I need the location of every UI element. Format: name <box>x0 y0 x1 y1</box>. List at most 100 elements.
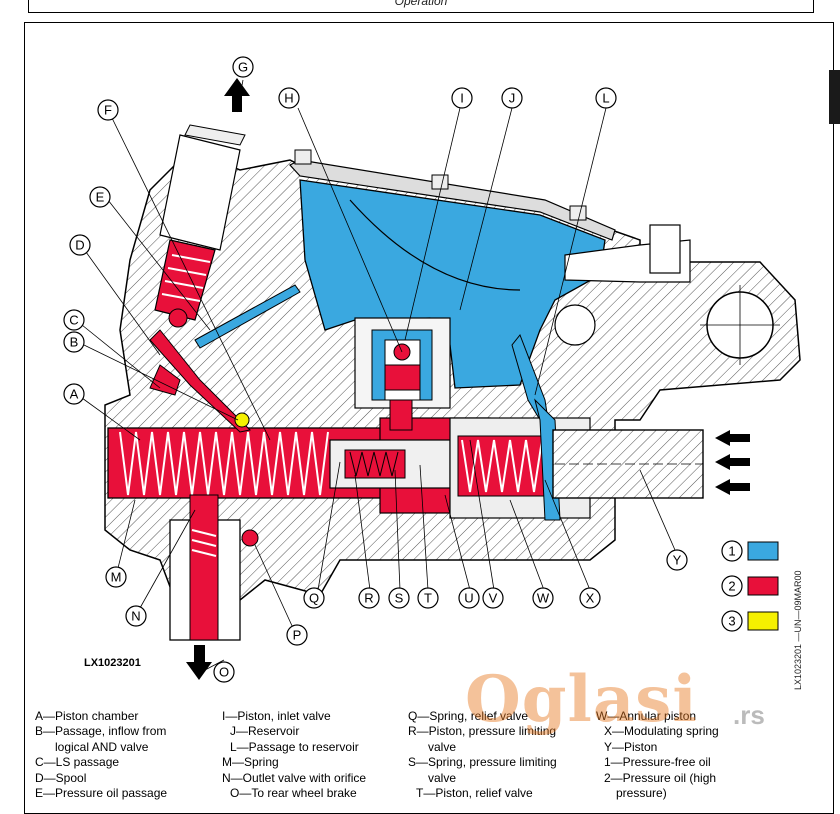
legend-entry: E—Pressure oil passage <box>35 786 168 801</box>
callout-letter: N <box>131 609 140 624</box>
legend-entry: Y—Piston <box>604 739 658 754</box>
legend-entry: T—Piston, relief valve <box>416 786 533 801</box>
callout-q: Q <box>303 587 325 609</box>
callout-letter: I <box>460 91 464 106</box>
outlet-valve <box>169 494 259 641</box>
legend-entry: logical AND valve <box>55 739 149 754</box>
callout-s: S <box>388 587 410 609</box>
pressure-limiting-spring <box>349 451 399 477</box>
color-key-swatch <box>747 541 779 561</box>
legend-entry: O—To rear wheel brake <box>230 786 357 801</box>
legend-entry: I—Piston, inlet valve <box>222 709 331 723</box>
callout-letter: P <box>293 628 302 643</box>
pressure-oil-fitting <box>154 124 246 328</box>
figure-vertical-code: LX1023201 —UN—09MAR00 <box>793 570 803 690</box>
cover-bolt <box>431 174 449 190</box>
callout-j: J <box>501 87 523 109</box>
legend-entry: X—Modulating spring <box>604 724 719 739</box>
callout-x: X <box>579 587 601 609</box>
callout-letter: F <box>104 103 112 118</box>
callout-letter: L <box>602 91 609 106</box>
hex-bolt-head <box>649 224 681 274</box>
legend-entry: M—Spring <box>222 755 279 770</box>
callout-letter: B <box>70 335 79 350</box>
callout-letter: Q <box>309 591 319 606</box>
callout-w: W <box>532 587 554 609</box>
callout-letter: R <box>364 591 373 606</box>
color-key-swatch <box>747 576 779 596</box>
color-key-number: 3 <box>728 614 735 629</box>
side-hole <box>554 304 596 346</box>
callout-letter: T <box>424 591 432 606</box>
callout-letter: X <box>586 591 595 606</box>
color-key-item: 1 <box>721 540 779 562</box>
legend-entry: W—Annular piston <box>596 709 697 723</box>
callout-letter: D <box>75 238 84 253</box>
callout-letter: O <box>219 665 229 680</box>
outlet-arrow <box>186 645 212 680</box>
callout-u: U <box>458 587 480 609</box>
pressure-oil-passage <box>149 329 252 433</box>
legend-entry: valve <box>428 739 457 754</box>
legend-column-3: Q—Spring, relief valve R—Piston, pressur… <box>408 709 557 801</box>
callout-y: Y <box>666 549 688 571</box>
callout-a: A <box>63 383 85 405</box>
color-key-item: 3 <box>721 610 779 632</box>
callout-letter: G <box>238 60 248 75</box>
cover-bolt <box>569 205 587 221</box>
callout-r: R <box>358 587 380 609</box>
figure-id: LX1023201 <box>84 657 141 669</box>
leader-lines <box>81 79 676 671</box>
color-key-number: 1 <box>728 544 735 559</box>
callout-n: N <box>125 605 147 627</box>
legend-entry: J—Reservoir <box>230 724 300 739</box>
legend-column-2: I—Piston, inlet valve J—Reservoir L—Pass… <box>222 709 366 801</box>
legend-entry: 1—Pressure-free oil <box>604 755 711 770</box>
legend-entry: R—Piston, pressure limiting <box>408 724 557 739</box>
callout-l: L <box>595 87 617 109</box>
main-spring <box>119 431 329 496</box>
color-key-swatch <box>747 611 779 631</box>
callout-letter: H <box>284 91 293 106</box>
legend-entry: pressure) <box>616 786 667 801</box>
callout-t: T <box>417 587 439 609</box>
callout-letter: E <box>96 190 105 205</box>
callout-letter: J <box>509 91 516 106</box>
modulating-spring <box>461 439 551 493</box>
callout-o: O <box>213 661 235 683</box>
cover-bolt <box>294 149 312 165</box>
callout-e: E <box>89 186 111 208</box>
legend-entry: 2—Pressure oil (high <box>604 770 717 785</box>
callout-letter: U <box>464 591 473 606</box>
ls-valve-ball <box>234 412 250 428</box>
callout-f: F <box>97 99 119 121</box>
legend-entry: C—LS passage <box>35 755 120 770</box>
legend-entry: L—Passage to reservoir <box>230 739 359 754</box>
color-key-number: 2 <box>728 579 735 594</box>
ls-passage <box>194 284 301 349</box>
input-force-arrows <box>715 430 750 495</box>
reservoir-cover <box>289 159 616 241</box>
callout-c: C <box>63 309 85 331</box>
legend-entry: Q—Spring, relief valve <box>408 709 529 723</box>
callout-letter: A <box>70 387 79 402</box>
legend-entry: S—Spring, pressure limiting <box>408 755 557 770</box>
legend-entry: N—Outlet valve with orifice <box>222 770 367 785</box>
callout-letter: C <box>69 313 78 328</box>
section-title-frame: Operation <box>28 0 814 13</box>
callout-h: H <box>278 87 300 109</box>
legend-entry: valve <box>428 770 457 785</box>
callout-letter: Y <box>673 553 682 568</box>
color-key: 1 2 3 <box>721 540 779 632</box>
section-title: Operation <box>394 0 448 8</box>
callout-letter: S <box>395 591 404 606</box>
callout-letter: M <box>111 570 122 585</box>
legend-entry: D—Spool <box>35 770 87 785</box>
inlet-passage <box>389 399 413 431</box>
callout-v: V <box>482 587 504 609</box>
callout-d: D <box>69 234 91 256</box>
callout-i: I <box>451 87 473 109</box>
callout-g: G <box>232 56 254 78</box>
